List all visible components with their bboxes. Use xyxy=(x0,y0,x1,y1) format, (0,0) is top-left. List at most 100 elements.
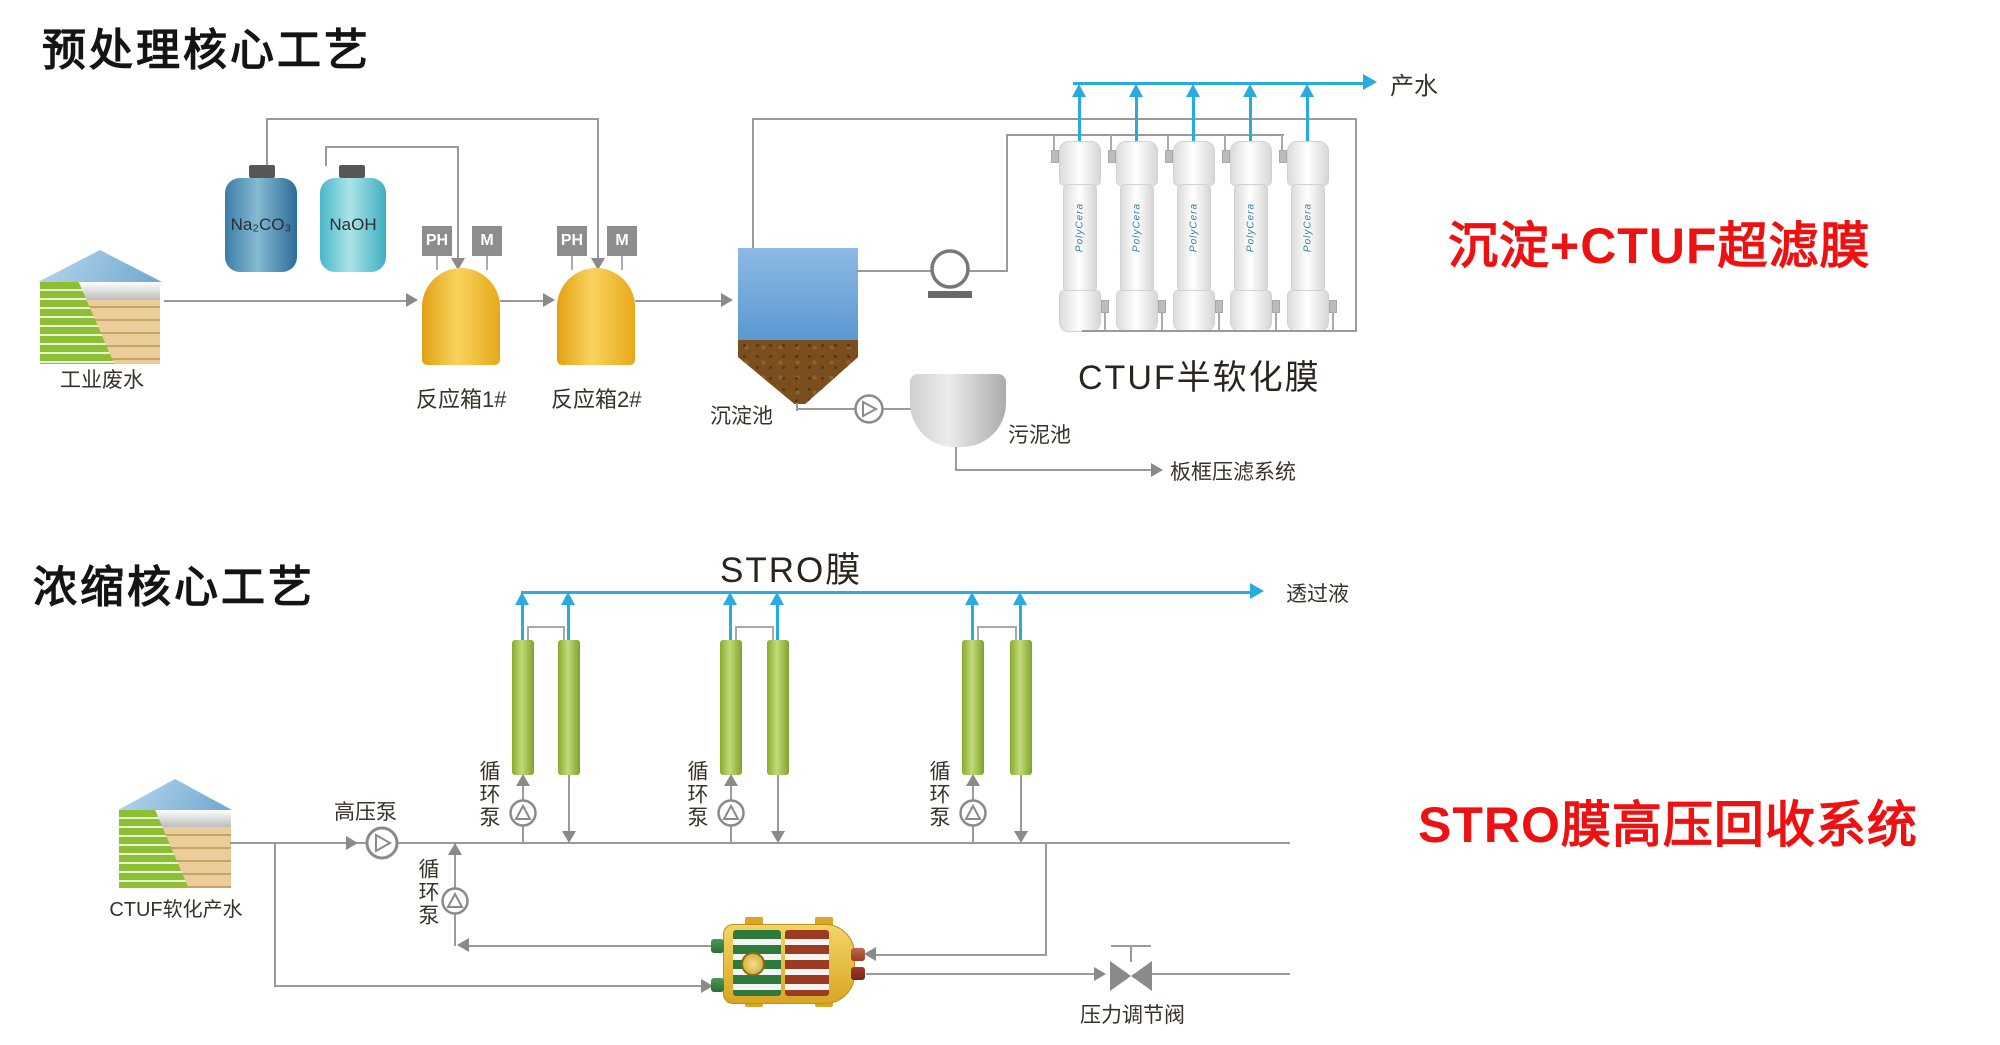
circulation-pump-icon xyxy=(717,799,745,827)
reaction-tank-1 xyxy=(422,268,500,365)
permeate-pipe xyxy=(971,605,974,640)
na2co3-dosing-pipe xyxy=(266,118,599,120)
ctuf-membrane-body xyxy=(1291,184,1325,292)
pressure-valve-icon xyxy=(1110,961,1131,991)
pair-bracket xyxy=(977,626,1017,628)
membrane-bottom-stub xyxy=(1104,312,1106,331)
na2co3-bottle: Na₂CO₃ xyxy=(225,178,297,272)
product-water-label: 产水 xyxy=(1390,73,1438,100)
sensor-stem xyxy=(486,256,488,270)
landfill-body-shape xyxy=(119,810,231,888)
circulation-pump-label: 循环泵 xyxy=(685,760,708,829)
circulation-pump-icon xyxy=(441,887,469,915)
naoh-dosing-pipe xyxy=(325,147,327,166)
stro-membrane-tube xyxy=(962,640,984,775)
concentrate-return-pipe xyxy=(752,120,754,248)
permeate-arrow xyxy=(770,592,784,605)
membrane-feed-stub xyxy=(1053,135,1055,151)
naoh-label: NaOH xyxy=(329,215,377,234)
concentration-highlight-text: STRO膜高压回收系统 xyxy=(1418,797,1918,853)
ctuf-membrane-bottom-cap xyxy=(1059,290,1101,332)
permeate-arrow xyxy=(561,592,575,605)
flow-arrow xyxy=(701,979,713,993)
reaction-tank-1-label: 反应箱1# xyxy=(416,387,507,412)
industrial-wastewater-label: 工业废水 xyxy=(60,369,144,392)
membrane-port xyxy=(1279,150,1287,163)
membrane-bottom-stub xyxy=(1218,312,1220,331)
membrane-port xyxy=(1222,150,1230,163)
sludge-pipe xyxy=(796,408,912,410)
pressure-valve-icon xyxy=(1131,961,1152,991)
flow-arrow xyxy=(864,947,876,961)
ctuf-membrane-bottom-cap xyxy=(1230,290,1272,332)
gray-band xyxy=(150,810,231,828)
na2co3-label: Na₂CO₃ xyxy=(230,215,292,234)
high-pressure-pump-icon xyxy=(365,826,399,860)
circulation-pump-icon xyxy=(509,799,537,827)
return-pipe xyxy=(777,775,779,833)
membrane-bottom-stub xyxy=(1275,312,1277,331)
flow-arrow xyxy=(457,938,469,952)
permeate-arrow xyxy=(1186,84,1200,97)
permeate-rail xyxy=(521,591,1252,594)
valve-feed-pipe xyxy=(866,973,1098,975)
stro-membrane-tube xyxy=(720,640,742,775)
naoh-dosing-pipe xyxy=(457,148,459,260)
ctuf-membrane-top-cap xyxy=(1230,141,1272,186)
concentration-title: 浓缩核心工艺 xyxy=(33,563,315,612)
return-pipe xyxy=(568,775,570,833)
valve-handle xyxy=(1111,945,1151,947)
permeate-label: 透过液 xyxy=(1286,583,1349,606)
flow-arrow xyxy=(771,831,785,843)
sensor-stem xyxy=(571,256,573,270)
pair-bracket xyxy=(563,627,565,640)
permeate-pipe xyxy=(1249,97,1252,141)
permeate-pipe xyxy=(1192,97,1195,141)
pretreatment-highlight-text: 沉淀+CTUF超滤膜 xyxy=(1448,218,1871,274)
membrane-feed-stub xyxy=(1167,135,1169,151)
ctuf-membrane-top-cap xyxy=(1173,141,1215,186)
sensor-stem xyxy=(436,256,438,270)
stro-membrane-tube xyxy=(558,640,580,775)
sludge-pipe xyxy=(796,403,798,411)
landfill-body-shape xyxy=(40,282,160,364)
stro-membrane-tube xyxy=(512,640,534,775)
ctuf-membrane-body xyxy=(1177,184,1211,292)
ctuf-softened-water-label: CTUF软化产水 xyxy=(109,899,243,921)
ctuf-membrane-top-cap xyxy=(1287,141,1329,186)
exchanger-port-red xyxy=(851,967,865,980)
ctuf-membrane-top-cap xyxy=(1116,141,1158,186)
permeate-arrow xyxy=(1129,84,1143,97)
reaction-tank-2-label: 反应箱2# xyxy=(551,387,642,412)
pressure-valve-label: 压力调节阀 xyxy=(1080,1004,1185,1027)
circulation-pump-icon xyxy=(959,799,987,827)
recovery-return-pipe xyxy=(468,945,713,947)
flow-arrow xyxy=(966,774,980,786)
permeate-arrow xyxy=(723,592,737,605)
pair-bracket xyxy=(527,626,565,628)
main-loop-pipe xyxy=(230,842,1290,844)
exchanger-port-green xyxy=(711,978,724,992)
pretreatment-title: 预处理核心工艺 xyxy=(42,26,371,75)
circulation-pump-label: 循环泵 xyxy=(927,760,950,829)
pair-bracket xyxy=(735,627,737,640)
flow-arrow xyxy=(724,774,738,786)
sedimentation-tank-water xyxy=(738,248,858,341)
flow-arrow xyxy=(562,831,576,843)
sensor-stem xyxy=(621,256,623,270)
roof-shape xyxy=(118,779,232,810)
flow-arrow xyxy=(1014,831,1028,843)
ctuf-membrane-bottom-cap xyxy=(1173,290,1215,332)
ctuf-membrane-body xyxy=(1234,184,1268,292)
industrial-wastewater-icon xyxy=(38,250,162,365)
m-sensor: M xyxy=(607,226,637,256)
permeate-pipe xyxy=(729,605,732,640)
na2co3-dosing-pipe xyxy=(597,120,599,260)
membrane-bottom-manifold xyxy=(1082,330,1357,332)
sedimentation-tank-sludge xyxy=(738,340,858,405)
pair-bracket xyxy=(735,626,774,628)
concentrate-return-pipe xyxy=(1355,119,1357,331)
permeate-pipe xyxy=(1135,97,1138,141)
flow-arrow xyxy=(406,293,418,307)
sludge-outlet-pipe xyxy=(955,469,1153,471)
